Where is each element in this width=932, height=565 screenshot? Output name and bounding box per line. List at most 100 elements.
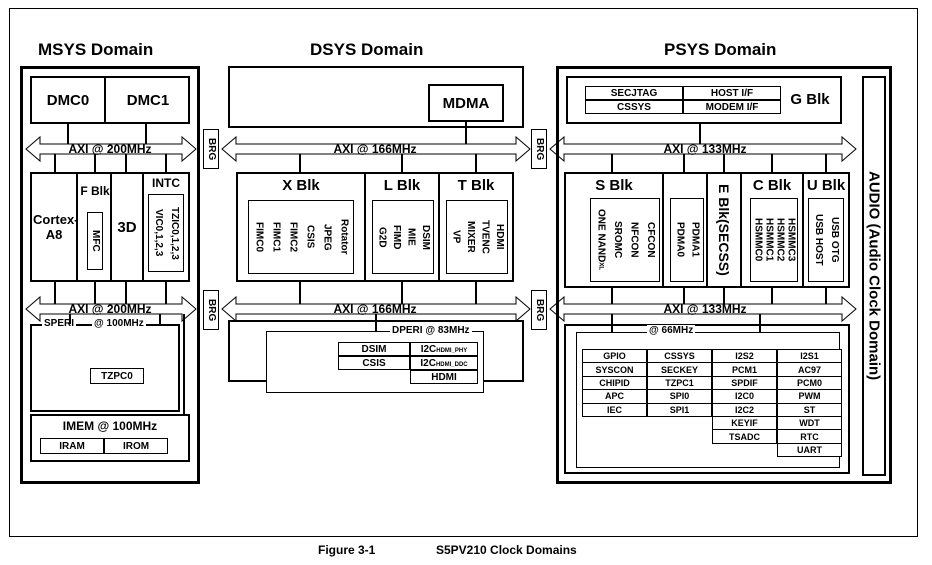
tzic-label: TZIC0,1,2,3 [169, 206, 180, 260]
brg-label: BRG [206, 298, 217, 322]
dsys-domain-title: DSYS Domain [310, 40, 424, 59]
tblk-item: MIXER [464, 221, 476, 253]
dmc1-label: DMC1 [126, 91, 170, 109]
msys-dmc-box [30, 76, 190, 124]
cblk-item: HSMMC0 [752, 218, 764, 262]
speri-clock-label: @ 100MHz [92, 318, 146, 329]
figure-title: S5PV210 Clock Domains [436, 543, 577, 557]
brg-label: BRG [534, 298, 545, 322]
eblk-label: E Blk(SECSS) [716, 184, 732, 276]
cortex-a8-text: Cortex-A8 [33, 212, 79, 242]
i2c-ddc-subscript: HDMI_DDC [435, 362, 468, 368]
xblk-inner [248, 200, 354, 274]
eblk-col: E Blk(SECSS) [708, 174, 740, 286]
i2c-ddc-label: I2C [420, 357, 436, 369]
axi-bus-dsys-bottom [221, 295, 531, 323]
lblk-item: FIMD [390, 224, 402, 250]
lblk-inner [372, 200, 434, 274]
brg-msys-dsys-bottom: BRG [203, 290, 219, 330]
brg-msys-dsys-top: BRG [203, 129, 219, 169]
sblk-inner [590, 198, 660, 282]
axi-bus-msys-top [25, 135, 197, 163]
i2c-phy-subscript: HDMI_PHY [436, 348, 468, 354]
axi-bus-dsys-top [221, 135, 531, 163]
mfc-label: MFC [90, 230, 101, 252]
cblk-inner [750, 198, 798, 282]
tblk-items: VP MIXER TVENC HDMI [448, 202, 506, 272]
psys-peripheral-cell: UART [777, 442, 842, 458]
msys-axi-top-label: AXI @ 200MHz [68, 142, 152, 156]
cblk-label: C Blk [752, 176, 792, 194]
vic-label: VIC0,1,2,3 [153, 209, 164, 257]
msys-domain-title: MSYS Domain [38, 40, 154, 59]
tblk-item: TVENC [479, 220, 491, 254]
intc-inner-box [148, 194, 184, 272]
dsim-box: DSIM [338, 342, 410, 356]
psys-peri-clock-label: @ 66MHz [647, 325, 696, 336]
psys-domain-title: PSYS Domain [664, 40, 777, 59]
axi-bus-psys-bottom [549, 295, 857, 323]
cblk-item: HSMMC3 [785, 218, 797, 262]
dmc0-label: DMC0 [32, 78, 106, 122]
dsys-axi-top-label: AXI @ 166MHz [333, 142, 417, 156]
speri-label: SPERI [42, 318, 77, 329]
gblk-label: G Blk [790, 90, 830, 108]
ublk-item: USB HOST [813, 214, 824, 266]
pdma-inner [670, 198, 704, 282]
xblk-item: CSIS [304, 225, 316, 249]
tblk-label: T Blk [457, 176, 495, 194]
sblk-item: ONE NANDXL [595, 209, 607, 271]
psys-axi-bottom-label: AXI @ 133MHz [663, 302, 747, 316]
xblk-item: Rotator [338, 219, 350, 255]
sblk-item-sub: XL [597, 262, 604, 271]
pdma-item: PDMA0 [674, 222, 686, 258]
tblk-inner [446, 200, 508, 274]
threed-label: 3D [117, 218, 137, 236]
sblk-item: CFCON [644, 222, 656, 258]
pdma-divider [706, 174, 708, 286]
i2c-phy-label: I2C [420, 343, 437, 355]
mfc-box: MFC [87, 212, 103, 270]
sblk-label: S Blk [595, 176, 633, 194]
sblk-item-text: ONE NAND [595, 209, 607, 263]
ublk-item: USB OTG [829, 217, 840, 263]
tzic-col: TZIC0,1,2,3 [166, 196, 182, 270]
psys-peripheral-cell: TSADC [712, 429, 777, 444]
intc-label: INTC [152, 176, 180, 190]
iram-box: IRAM [40, 438, 104, 454]
msys-axi-bottom-label: AXI @ 200MHz [68, 302, 152, 316]
host-if-box: HOST I/F [683, 86, 781, 100]
xblk-item: FIMC0 [253, 222, 265, 252]
xblk-item: JPEG [321, 223, 333, 251]
axi-bus-psys-top [549, 135, 857, 163]
audio-domain-box: AUDIO (Audio Clock Domain) [862, 76, 886, 476]
cblk-item: HSMMC2 [774, 218, 786, 262]
lblk-items: G2D FIMD MIE DSIM [374, 202, 432, 272]
pdma-items: PDMA0 PDMA1 [672, 200, 702, 280]
ublk-label: U Blk [806, 176, 846, 194]
cblk-item: HSMMC1 [763, 218, 775, 262]
lblk-item: DSIM [419, 224, 431, 250]
threed-divider [142, 174, 144, 280]
brg-dsys-psys-top: BRG [531, 129, 547, 169]
brg-label: BRG [534, 137, 545, 161]
dsys-axi-bottom-label: AXI @ 166MHz [333, 302, 417, 316]
psys-axi-top-label: AXI @ 133MHz [663, 142, 747, 156]
xblk-label: X Blk [282, 176, 320, 194]
lblk-item: MIE [405, 228, 417, 246]
xblk-item: FIMC2 [287, 222, 299, 252]
irom-box: IROM [104, 438, 168, 454]
pdma-item: PDMA1 [689, 222, 701, 258]
tblk-item: VP [450, 230, 462, 244]
lblk-label: L Blk [383, 176, 421, 194]
dperi-label: DPERI @ 83MHz [390, 325, 472, 336]
psys-peripheral-cell: SPI1 [647, 402, 712, 417]
xblk-divider [364, 174, 366, 280]
xblk-item: FIMC1 [270, 222, 282, 252]
sblk-item: SROMC [611, 221, 623, 259]
ublk-inner [808, 198, 844, 282]
lblk-item: G2D [376, 226, 388, 248]
axi-bus-msys-bottom [25, 295, 197, 323]
